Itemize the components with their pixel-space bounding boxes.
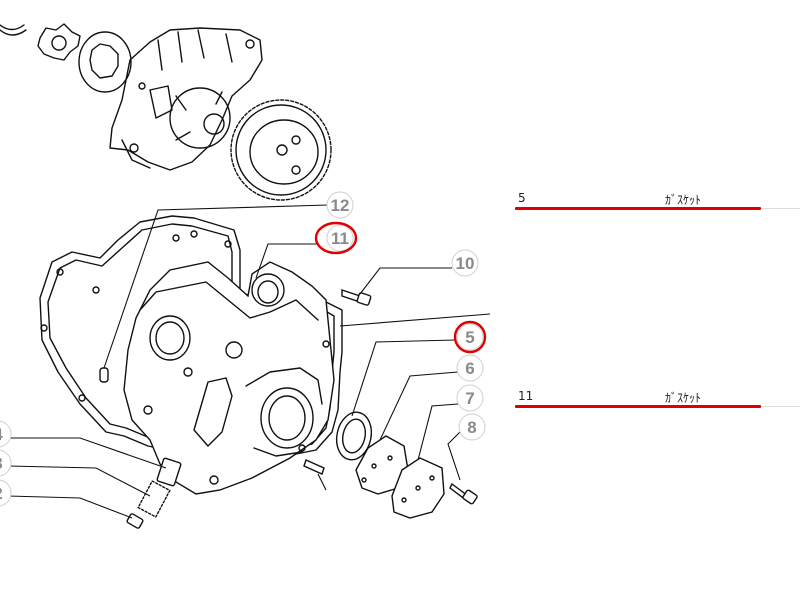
part-number: 11 <box>518 389 534 403</box>
row-divider <box>761 406 800 407</box>
part-name: ｶﾞｽｹｯﾄ <box>665 391 702 405</box>
callout-11[interactable]: 11 <box>314 221 358 255</box>
callout-3[interactable]: 3 <box>0 449 12 477</box>
leader-lines <box>7 204 491 519</box>
callout-3-label: 3 <box>0 454 3 473</box>
red-underline <box>515 405 761 408</box>
parts-row-5[interactable]: 5 ｶﾞｽｹｯﾄ <box>513 188 800 212</box>
parts-row-11[interactable]: 11 ｶﾞｽｹｯﾄ <box>513 386 800 410</box>
callout-5-label: 5 <box>465 328 474 347</box>
part-name: ｶﾞｽｹｯﾄ <box>665 193 702 207</box>
callout-5-highlight <box>453 320 487 354</box>
small-parts <box>126 289 478 529</box>
part-number: 5 <box>518 191 526 205</box>
timing-cover <box>99 261 335 495</box>
callout-2[interactable]: 2 <box>0 479 12 507</box>
callout-2-label: 2 <box>0 484 3 503</box>
callout-6-label: 6 <box>465 359 474 378</box>
callout-6[interactable]: 6 <box>456 354 484 382</box>
callout-10-label: 10 <box>456 254 475 273</box>
callout-5[interactable]: 5 <box>453 320 487 354</box>
callout-7[interactable]: 7 <box>456 384 484 412</box>
callout-7-label: 7 <box>465 389 474 408</box>
row-divider <box>761 208 800 209</box>
callout-10[interactable]: 10 <box>451 249 479 277</box>
callout-11-highlight <box>314 221 358 255</box>
callout-4[interactable]: 4 <box>0 420 12 448</box>
callout-12[interactable]: 12 <box>326 191 354 219</box>
callout-8[interactable]: 8 <box>458 413 486 441</box>
callout-8-label: 8 <box>467 418 476 437</box>
red-underline <box>515 207 761 210</box>
callout-4-label: 4 <box>0 425 3 444</box>
callout-11-label: 11 <box>331 229 349 248</box>
callout-12-label: 12 <box>331 196 350 215</box>
oil-pump-assembly <box>0 23 332 201</box>
